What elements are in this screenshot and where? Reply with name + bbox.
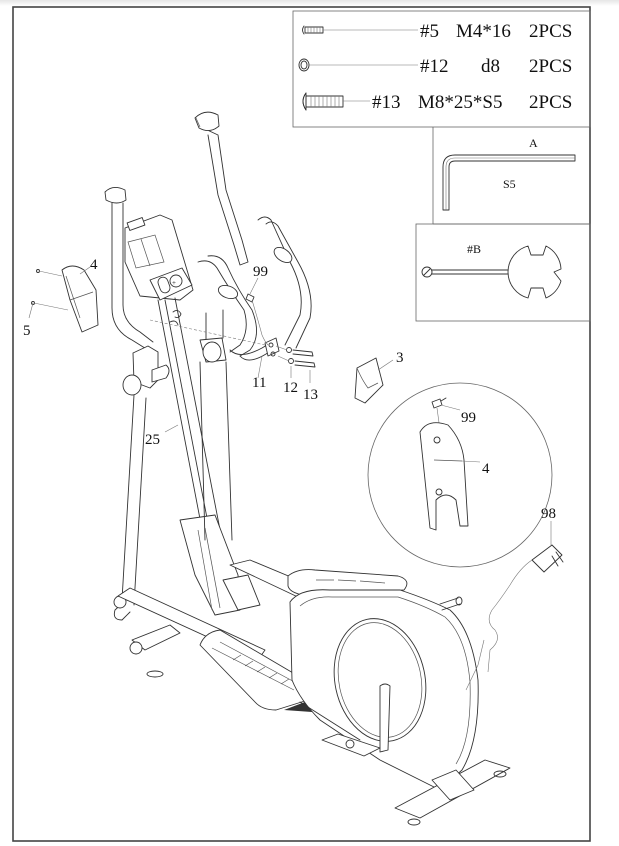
callout-12: 12 (283, 380, 298, 396)
part-spec: d8 (481, 56, 500, 77)
console-plus-key: + (172, 279, 176, 287)
callout-4-detail: 4 (482, 461, 490, 477)
handle-cover-detail-4 (419, 422, 469, 531)
bolt-icon (302, 92, 344, 111)
part-qty: 2PCS (529, 92, 572, 113)
callout-5: 5 (23, 323, 31, 339)
tool-id: #B (467, 242, 481, 256)
part-number: #5 (420, 21, 439, 42)
part-spec: M4*16 (456, 21, 511, 42)
hardware-row: #12 d8 2PCS (298, 56, 572, 77)
callout-4: 4 (90, 257, 98, 273)
power-adapter-98 (465, 544, 564, 691)
combination-wrench-icon (421, 245, 562, 299)
callout-99: 99 (253, 264, 268, 280)
washer-icon (298, 58, 310, 72)
tool-id: A (529, 136, 538, 150)
tool-box-a: A S5 (432, 127, 590, 225)
hardware-row: #13 M8*25*S5 2PCS (302, 92, 572, 113)
callout-13: 13 (303, 387, 318, 403)
elliptical-trainer-drawing: + (31, 111, 511, 826)
part-qty: 2PCS (529, 56, 572, 77)
page-frame (12, 6, 591, 842)
page-top-edge (0, 0, 619, 6)
callout-25: 25 (145, 432, 160, 448)
tool-box-b: #B (415, 223, 591, 322)
part-qty: 2PCS (529, 21, 572, 42)
part-number: #12 (420, 56, 449, 77)
part-number: #13 (372, 92, 401, 113)
callout-3: 3 (396, 350, 404, 366)
hardware-list-box: #5 M4*16 2PCS #12 d8 2PCS (292, 10, 591, 128)
callout-11: 11 (252, 375, 266, 391)
allen-key-icon (442, 154, 576, 211)
callout-99-detail: 99 (461, 410, 476, 426)
callout-leaders (28, 266, 552, 545)
cover-part-3 (354, 357, 384, 404)
detail-magnifier (367, 382, 553, 568)
part-spec: M8*25*S5 (418, 92, 502, 113)
handle-cover-part-4 (31, 265, 99, 333)
tool-label: S5 (503, 177, 516, 191)
callout-98: 98 (541, 506, 556, 522)
hardware-row: #5 M4*16 2PCS (302, 21, 572, 42)
small-screw-icon (302, 25, 324, 35)
